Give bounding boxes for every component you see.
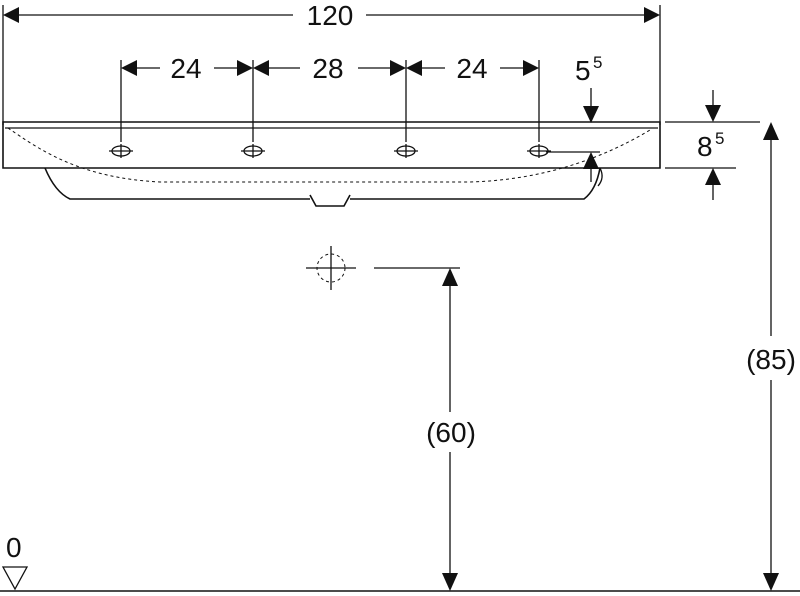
rim-height-dimension: 8 5 bbox=[665, 90, 760, 200]
waste-centre-icon bbox=[306, 246, 356, 290]
rim-offset-label: 5 bbox=[575, 55, 591, 86]
overall-width-dimension: 120 bbox=[2, 0, 661, 125]
level-triangle-icon bbox=[1, 566, 29, 591]
tap-holes bbox=[109, 144, 551, 158]
arrow-left bbox=[3, 7, 19, 23]
rim-floor-height-dimension: (85) bbox=[746, 122, 796, 591]
tap-spacing-dimensions: 24 28 24 bbox=[120, 53, 540, 142]
basin-underside bbox=[44, 167, 601, 200]
waste-height-label: (60) bbox=[426, 417, 476, 448]
rim-height-label: 8 bbox=[697, 131, 713, 162]
arrow bbox=[237, 60, 253, 76]
tap-spacing-right-label: 24 bbox=[456, 53, 487, 84]
rim-floor-height-label: (85) bbox=[746, 344, 796, 375]
tap-hole-icon bbox=[394, 144, 418, 158]
arrow-up bbox=[442, 268, 458, 286]
tap-spacing-left-label: 24 bbox=[170, 53, 201, 84]
rim-offset-superscript: 5 bbox=[593, 53, 602, 72]
washbasin-outline bbox=[2, 121, 661, 207]
tap-hole-icon bbox=[241, 144, 265, 158]
arrow bbox=[121, 60, 137, 76]
rim-height-superscript: 5 bbox=[715, 129, 724, 148]
floor-level: 0 bbox=[0, 532, 800, 592]
overall-width-label: 120 bbox=[307, 0, 354, 31]
arrow bbox=[390, 60, 406, 76]
arrow-right bbox=[644, 7, 660, 23]
tap-hole-icon bbox=[527, 144, 551, 158]
arrow-up bbox=[583, 152, 599, 169]
arrow-down bbox=[442, 573, 458, 591]
bowl-hidden-line bbox=[7, 127, 651, 183]
waste-outlet bbox=[309, 194, 351, 207]
arrow-up bbox=[763, 122, 779, 140]
waste-height-dimension: (60) bbox=[374, 267, 476, 591]
tap-hole-icon bbox=[109, 144, 133, 158]
tap-spacing-middle-label: 28 bbox=[312, 53, 343, 84]
arrow-down bbox=[763, 573, 779, 591]
rim-offset-dimension: 5 5 bbox=[546, 53, 602, 182]
floor-level-label: 0 bbox=[6, 532, 22, 563]
arrow bbox=[406, 60, 422, 76]
arrow bbox=[253, 60, 269, 76]
rim-corner bbox=[597, 167, 603, 187]
arrow-up bbox=[705, 168, 721, 185]
arrow-down bbox=[583, 106, 599, 123]
arrow-down bbox=[705, 105, 721, 122]
arrow bbox=[523, 60, 539, 76]
basin-rim bbox=[2, 121, 661, 169]
